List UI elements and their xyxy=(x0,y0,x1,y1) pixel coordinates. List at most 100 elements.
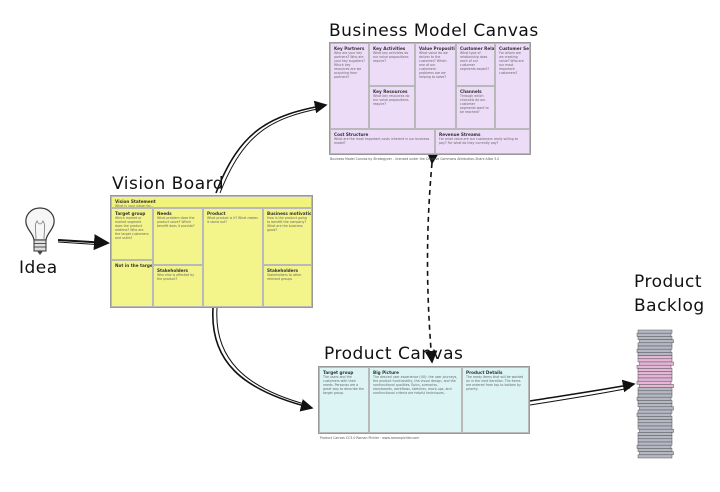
product-heading: Product xyxy=(207,211,226,216)
backlog-item-sheet xyxy=(636,380,672,385)
customer-segments-text: For whom are we creating value? Who are … xyxy=(499,51,524,75)
key-partners-cell: Key Partners Who are your key partners? … xyxy=(330,43,369,129)
backlog-item-sheet xyxy=(637,390,673,395)
product-text: What product is it? What makes it stand … xyxy=(207,216,258,224)
product-canvas: Target group The users and the customers… xyxy=(318,366,530,434)
pc-target-group-heading: Target group xyxy=(323,370,354,375)
needs-text: What problem does the product solve? Whi… xyxy=(157,216,195,228)
key-resources-cell: Key Resources What key resources do our … xyxy=(369,86,415,129)
backlog-item-sheet xyxy=(636,332,672,337)
backlog-item-sheet xyxy=(637,409,673,414)
bmc-product-canvas-dashed-arrow xyxy=(424,151,440,364)
backlog-item-sheet xyxy=(636,444,672,449)
customer-segments-cell: Customer Segments For whom are we creati… xyxy=(495,43,530,129)
backlog-item-sheet xyxy=(637,336,673,340)
stakeholders-cell-1: Stakeholders Who else is affected by the… xyxy=(153,265,203,307)
backlog-item-sheet xyxy=(637,371,673,376)
stakeholders-heading-1: Stakeholders xyxy=(157,268,189,273)
value-proposition-text: What value do we deliver to the customer… xyxy=(419,51,448,79)
pc-big-picture-cell: Big Picture The desired user experience … xyxy=(369,367,462,433)
backlog-item-sheet xyxy=(637,368,673,372)
vision-statement-text: What is your vision for... xyxy=(115,204,154,208)
backlog-item-sheet xyxy=(637,393,673,398)
backlog-item-sheet xyxy=(637,329,673,334)
backlog-item-sheet xyxy=(637,432,673,436)
key-partners-heading: Key Partners xyxy=(334,46,365,51)
pc-big-picture-heading: Big Picture xyxy=(373,370,399,375)
key-resources-text: What key resources do our value proposit… xyxy=(373,94,410,106)
business-goals-heading: Business motivations xyxy=(267,211,312,216)
product-cell: Product What product is it? What makes i… xyxy=(203,208,263,307)
key-activities-cell: Key Activities What key activities do ou… xyxy=(369,43,415,86)
backlog-item-sheet xyxy=(637,342,673,347)
stakeholders-text-2: Stakeholders to other relevant groups xyxy=(267,273,302,281)
backlog-item-sheet xyxy=(637,454,673,459)
backlog-item-sheet xyxy=(637,355,673,360)
vision-board-title: Vision Board xyxy=(112,174,225,194)
backlog-item-sheet xyxy=(637,422,673,427)
target-group-text: Which market or market segment does the … xyxy=(115,216,149,240)
stakeholders-heading-2: Stakeholders xyxy=(267,268,299,273)
business-goals-text: How is the product going to benefit the … xyxy=(267,216,307,232)
product-canvas-footer: Product Canvas CC3.0 Roman Pichler · www… xyxy=(320,436,420,440)
product-backlog-title-line1: Product xyxy=(634,272,703,292)
backlog-item-sheet xyxy=(637,425,673,430)
backlog-item-sheet xyxy=(637,358,673,363)
target-group-cell: Target group Which market or market segm… xyxy=(111,208,153,260)
idea-label: Idea xyxy=(19,258,58,278)
revenue-streams-text: For what value are our customers really … xyxy=(439,137,518,145)
bmc-title: Business Model Canvas xyxy=(329,21,539,41)
customer-relationships-cell: Customer Relationships What type of rela… xyxy=(456,43,495,86)
product-canvas-to-backlog-arrow xyxy=(529,379,636,406)
backlog-item-sheet xyxy=(637,352,673,356)
bmc-footer: Business Model Canvas by Strategyzer - l… xyxy=(330,157,500,161)
backlog-item-sheet xyxy=(637,448,673,452)
business-model-canvas: Key Partners Who are your key partners? … xyxy=(329,42,531,155)
key-activities-heading: Key Activities xyxy=(373,46,406,51)
cost-structure-text: What are the most important costs inhere… xyxy=(334,137,430,145)
product-canvas-title: Product Canvas xyxy=(324,344,464,364)
target-group-heading: Target group xyxy=(115,211,146,216)
key-resources-heading: Key Resources xyxy=(373,89,408,94)
backlog-item-sheet xyxy=(637,345,673,350)
cost-structure-heading: Cost Structure xyxy=(334,132,369,137)
backlog-item-sheet xyxy=(637,377,673,382)
backlog-item-sheet xyxy=(636,412,672,417)
pc-target-group-cell: Target group The users and the customers… xyxy=(319,367,369,433)
stakeholders-text-1: Who else is affected by the product? xyxy=(157,273,195,281)
pc-big-picture-text: The desired user experience (UX): the us… xyxy=(373,375,458,395)
cost-structure-cell: Cost Structure What are the most importa… xyxy=(330,129,435,154)
backlog-item-sheet xyxy=(639,339,674,344)
backlog-item-sheet xyxy=(637,419,673,424)
backlog-item-sheet xyxy=(637,374,673,379)
backlog-item-sheet xyxy=(637,435,673,440)
channels-heading: Channels xyxy=(460,89,482,94)
key-activities-text: What key activities do our value proposi… xyxy=(373,51,409,63)
not-target-group-cell: Not in the target group xyxy=(111,260,153,307)
stakeholders-cell-2: Stakeholders Stakeholders to other relev… xyxy=(263,265,312,307)
backlog-item-sheet xyxy=(639,451,674,456)
key-partners-text: Who are your key partners? Who are your … xyxy=(334,51,365,79)
revenue-streams-heading: Revenue Streams xyxy=(439,132,481,137)
backlog-item-sheet xyxy=(637,387,673,392)
backlog-item-sheet xyxy=(637,441,673,446)
vision-board: Vision Statement What is your vision for… xyxy=(110,195,313,308)
value-proposition-heading: Value Proposition xyxy=(419,46,455,51)
backlog-item-sheet xyxy=(637,400,673,404)
needs-heading: Needs xyxy=(157,211,172,216)
pc-product-details-text: The ready items that will be worked on i… xyxy=(466,375,524,391)
vision-to-product-canvas-arrow xyxy=(212,307,314,412)
lightbulb-icon xyxy=(25,207,55,255)
backlog-item-sheet xyxy=(639,384,674,388)
customer-relationships-heading: Customer Relationships xyxy=(460,46,495,51)
revenue-streams-cell: Revenue Streams For what value are our c… xyxy=(435,129,530,154)
needs-cell: Needs What problem does the product solv… xyxy=(153,208,203,265)
pc-product-details-heading: Product Details xyxy=(466,370,503,375)
backlog-stack-icon xyxy=(636,329,674,459)
backlog-item-sheet xyxy=(636,396,672,401)
backlog-item-sheet xyxy=(639,361,674,366)
pc-target-group-text: The users and the customers with their n… xyxy=(323,375,364,395)
backlog-item-sheet xyxy=(637,438,673,443)
customer-segments-heading: Customer Segments xyxy=(499,46,530,51)
